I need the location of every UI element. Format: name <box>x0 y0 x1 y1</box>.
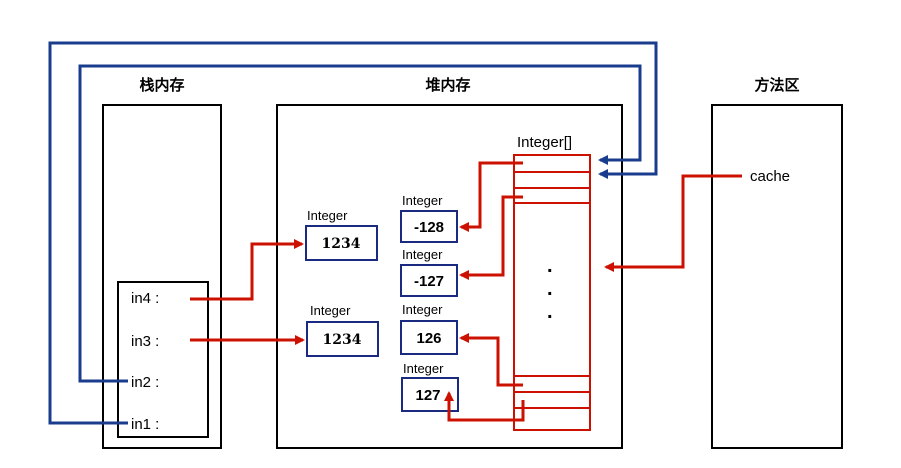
obj-1234b-type: Integer <box>310 303 351 318</box>
in2-reference-arrow <box>78 64 642 383</box>
obj-127-type: Integer <box>403 361 444 376</box>
obj-1234b-box <box>306 321 379 357</box>
in4-reference-arrow <box>190 239 304 301</box>
obj-m127-box <box>400 264 458 297</box>
stack-frame <box>117 281 209 438</box>
obj-m128-box <box>400 210 458 243</box>
var-in2: in2 : <box>131 374 159 391</box>
stack-title: 栈内存 <box>139 76 184 94</box>
array-label: Integer[] <box>517 134 572 151</box>
obj-126-value: 126 <box>416 330 441 347</box>
method-area-region <box>711 104 843 449</box>
integer-array <box>513 154 591 431</box>
obj-m127-value: -127 <box>414 273 444 290</box>
obj-1234a-box <box>305 225 378 261</box>
array-to-m127-arrow <box>459 195 523 280</box>
obj-126-box <box>400 320 458 355</box>
stack-region <box>102 104 222 449</box>
cache-label: cache <box>750 168 790 185</box>
obj-1234a-value: 1234 <box>322 236 361 252</box>
ellipsis-dot-2: . <box>547 278 553 300</box>
var-in1: in1 : <box>131 416 159 433</box>
var-in3: in3 : <box>131 333 159 350</box>
method-area-title: 方法区 <box>754 76 799 94</box>
obj-m128-type: Integer <box>402 193 443 208</box>
array-to-126-arrow <box>459 333 523 387</box>
in1-reference-arrow <box>48 41 658 425</box>
array-to-127-arrow <box>444 391 525 422</box>
array-to-m128-arrow <box>459 161 523 232</box>
var-in4: in4 : <box>131 290 159 307</box>
obj-127-value: 127 <box>415 387 440 404</box>
obj-m127-type: Integer <box>402 247 443 262</box>
obj-m128-value: -128 <box>414 219 444 236</box>
obj-1234b-value: 1234 <box>323 332 362 348</box>
obj-1234a-type: Integer <box>307 208 348 223</box>
heap-region <box>276 104 623 449</box>
heap-title: 堆内存 <box>425 76 470 94</box>
obj-126-type: Integer <box>402 302 443 317</box>
cache-reference-arrow <box>604 174 742 272</box>
ellipsis-dot-1: . <box>547 255 553 277</box>
ellipsis-dot-3: . <box>547 301 553 323</box>
